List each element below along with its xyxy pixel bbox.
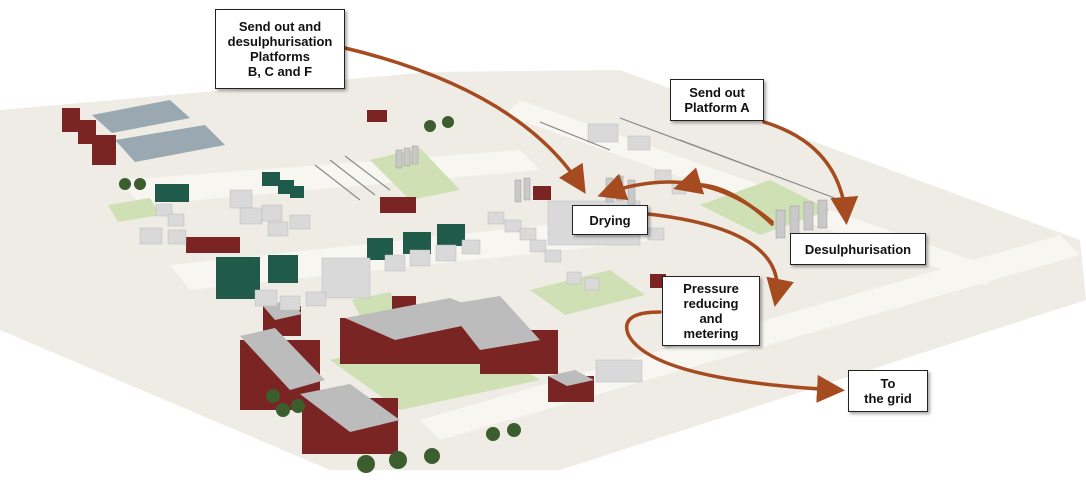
flow-arrows [343,46,859,403]
grass-area [530,270,645,315]
arrow-a-to-desulphurisation [762,120,859,225]
label-to-grid: To the grid [848,370,928,412]
arrow-drying-to-pressure [646,212,794,307]
green-buildings [155,172,465,299]
reservoir [115,125,225,162]
label-desulphurisation: Desulphurisation [790,233,926,265]
grass-area [108,198,160,222]
arrow-pressure-to-grid [625,310,845,403]
reservoir [92,100,190,133]
arrow-bcf-to-drying [343,46,586,194]
arrow-desulphurisation-to-plant-2 [673,167,774,226]
label-send-out-a: Send out Platform A [670,79,764,121]
label-send-out-bcf: Send out and desulphurisation Platforms … [215,9,345,89]
building-roofs [240,296,594,432]
pipe-racks [314,117,841,201]
trees [119,116,521,473]
grass-area [370,148,460,200]
label-pressure-reducing: Pressure reducing and metering [662,276,760,346]
label-drying: Drying [572,205,648,235]
